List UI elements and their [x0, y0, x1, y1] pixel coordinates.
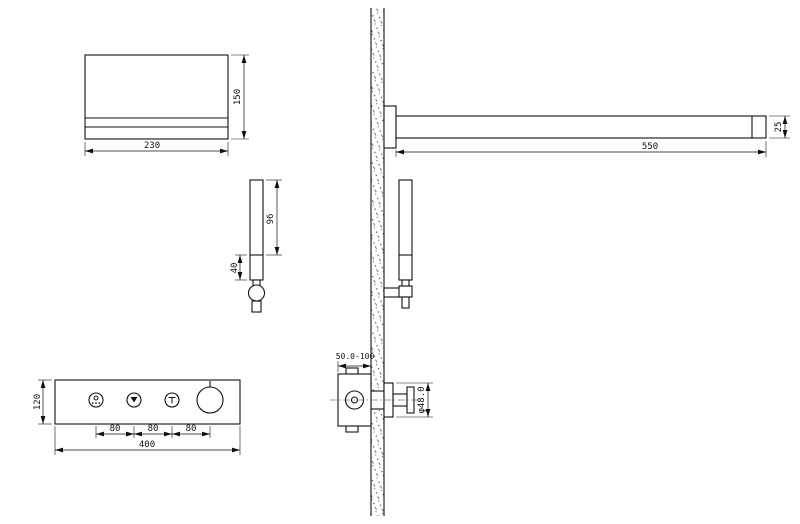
spout-icon — [168, 397, 176, 404]
dim-hand-shower-head: 40 — [230, 254, 247, 281]
rain-shower-icon — [92, 395, 100, 405]
dim-arm-thickness: 25 — [769, 115, 790, 139]
hand-shower-holder-ring — [247, 284, 266, 302]
panel-button-2 — [126, 392, 142, 408]
shower-head-outline — [84, 54, 229, 140]
shower-arm-bar — [395, 115, 767, 139]
control-panel-front-view: 120 80 80 80 400 — [33, 379, 241, 455]
dim-label-150: 150 — [233, 89, 243, 105]
temperature-knob — [196, 386, 224, 414]
valve-mount-tab-top — [345, 367, 359, 375]
holder-cradle-side — [398, 285, 413, 298]
dim-label-80-2: 80 — [148, 424, 159, 434]
dim-shower-head-width: 230 — [84, 141, 229, 156]
dim-valve-trim-diameter: φ48.0 — [396, 382, 433, 418]
dim-label-80-1: 80 — [110, 424, 121, 434]
dim-label-120: 120 — [33, 394, 43, 410]
dim-label-25: 25 — [774, 122, 784, 133]
hand-shower-wand — [249, 179, 264, 281]
shower-arm-side-view: 550 25 — [383, 105, 790, 157]
hand-shower-front-view: 96 40 — [230, 179, 282, 313]
dim-panel-width: 400 — [54, 426, 241, 455]
panel-button-3 — [164, 392, 180, 408]
dim-button-spacing: 80 80 80 — [95, 424, 211, 438]
dim-label-80-3: 80 — [186, 424, 197, 434]
dim-label-230: 230 — [144, 141, 160, 151]
dim-label-400: 400 — [139, 440, 155, 450]
holder-tab-side — [401, 296, 410, 309]
dim-label-550: 550 — [642, 142, 658, 152]
hand-shower-wand-side — [398, 179, 413, 281]
dim-label-diameter: φ48.0 — [417, 386, 427, 413]
drop-icon — [130, 397, 138, 403]
hand-shower-neck-side — [401, 279, 410, 287]
hand-shower-holder-tab — [251, 300, 262, 313]
dim-valve-depth: 50.0-100 — [336, 352, 375, 372]
dim-arm-length: 550 — [395, 141, 767, 157]
holder-wall-bracket — [383, 287, 401, 298]
panel-knob — [196, 381, 224, 414]
overhead-shower-front-view: 230 150 — [84, 54, 249, 156]
dim-label-96: 96 — [266, 214, 276, 225]
dim-label-40: 40 — [230, 263, 240, 274]
mixer-valve-side-view: 50.0-100 φ48.0 — [330, 352, 433, 433]
dim-label-depth: 50.0-100 — [336, 352, 375, 361]
dim-shower-head-height: 150 — [231, 54, 249, 140]
hand-shower-side-view — [383, 179, 413, 309]
wall-hatch-fill — [371, 8, 384, 516]
wall-section — [370, 8, 385, 516]
arm-wall-flange — [383, 105, 397, 149]
panel-button-1 — [88, 392, 104, 408]
dim-panel-height: 120 — [33, 379, 52, 425]
valve-mount-tab-bottom — [345, 425, 359, 433]
dim-hand-shower-handle: 96 — [266, 179, 282, 256]
